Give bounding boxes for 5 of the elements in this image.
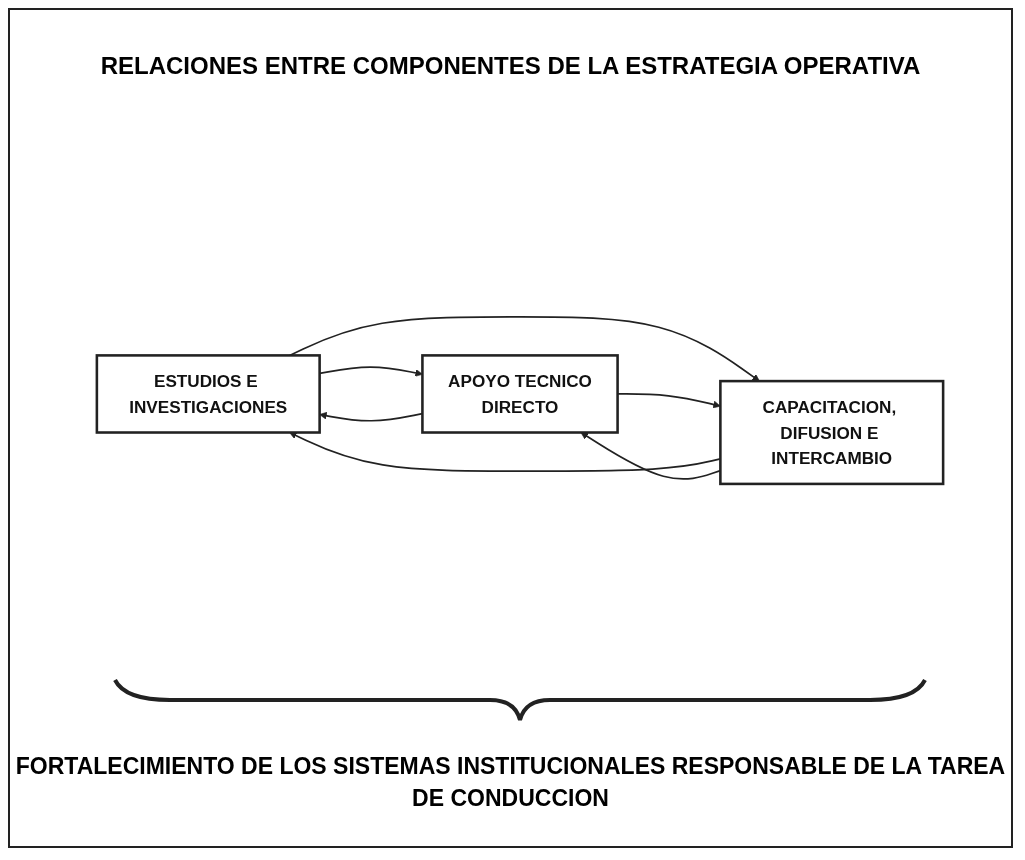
caption: FORTALECIMIENTO DE LOS SISTEMAS INSTITUCIONALES RESPONSABLE DE LA TAREA DE CONDUCCION [14, 752, 1007, 813]
node-box: APOYO TECNICO DIRECTO [421, 353, 619, 434]
node-box: CAPACITACION, DIFUSION E INTERCAMBIO [719, 379, 945, 485]
diagram-title: RELACIONES ENTRE COMPONENTES DE LA ESTRATEGIA OPERATIVA [99, 51, 922, 81]
node-box: ESTUDIOS E INVESTIGACIONES [95, 353, 321, 434]
